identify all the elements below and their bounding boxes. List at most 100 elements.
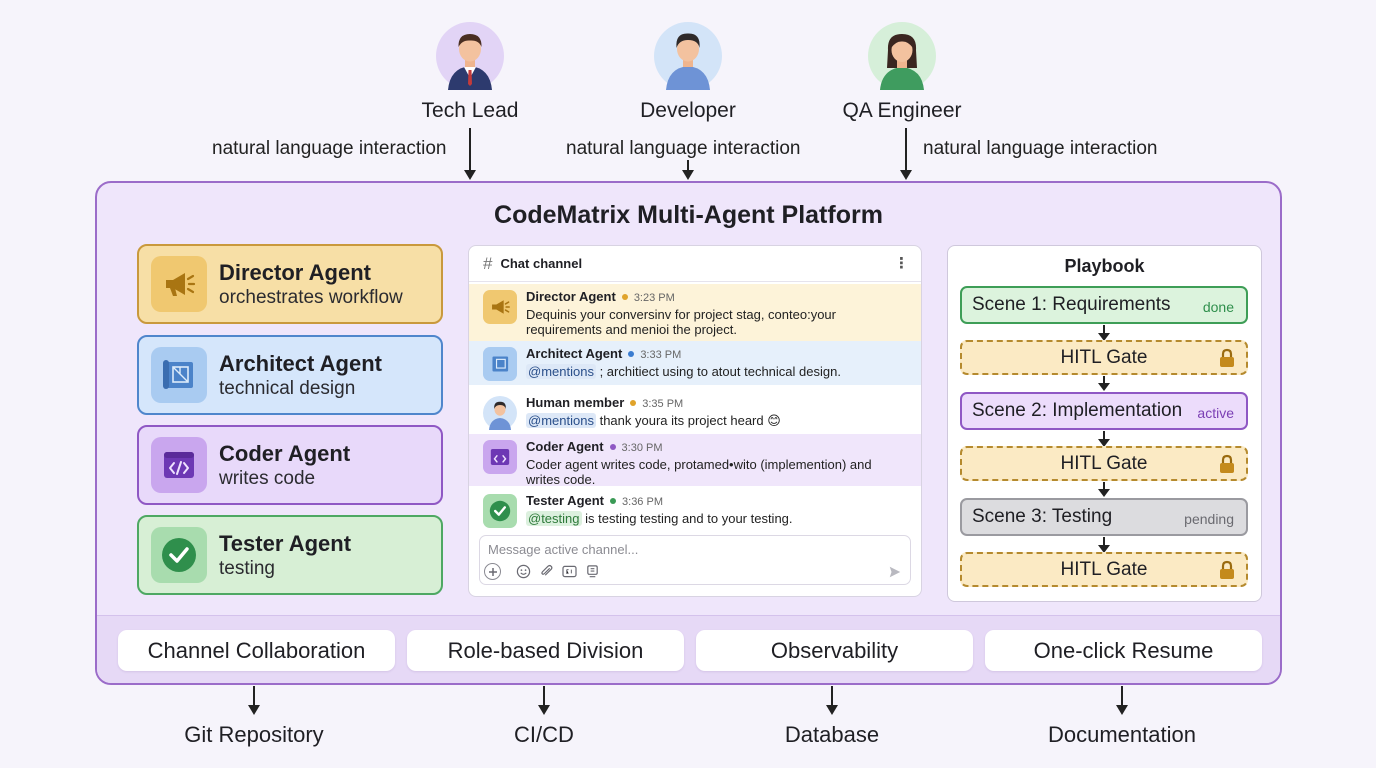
- chat-title: Chat channel: [500, 256, 583, 271]
- output-git-repository: Git Repository: [184, 722, 324, 747]
- feature-observability: Observability: [696, 630, 973, 671]
- message-author: Architect Agent: [526, 346, 623, 361]
- down-arrow: [826, 686, 838, 716]
- code-icon: [483, 440, 517, 474]
- interaction-label: natural language interaction: [212, 138, 447, 159]
- message-author: Human member: [526, 395, 625, 410]
- persona-tech-lead: Tech Lead: [370, 22, 570, 126]
- hitl-gate[interactable]: HITL Gate: [960, 446, 1248, 481]
- message-time: 3:23 PM: [633, 292, 675, 304]
- output-ci-cd: CI/CD: [514, 722, 574, 747]
- agent-desc: testing: [219, 557, 275, 579]
- hitl-gate[interactable]: HITL Gate: [960, 552, 1248, 587]
- flow-arrow: [1098, 537, 1110, 553]
- gate-label: HITL Gate: [1060, 346, 1148, 368]
- agent-card-director[interactable]: Director Agent orchestrates workflow: [137, 244, 443, 324]
- message-text: Dequinis your conversinv for project sta…: [526, 307, 836, 337]
- persona-developer: Developer: [588, 22, 788, 126]
- message-composer: [479, 535, 911, 585]
- mention-tag[interactable]: @mentions: [526, 364, 596, 379]
- chat-panel: # Chat channel ⋮ Director Agent 3:23 PM D…: [468, 245, 922, 597]
- feature-channel-collaboration: Channel Collaboration: [118, 630, 395, 671]
- agent-desc: writes code: [219, 467, 316, 489]
- agent-name: Coder Agent: [219, 440, 351, 466]
- attach-icon[interactable]: [538, 563, 555, 580]
- down-arrow: [464, 128, 476, 180]
- qa-engineer-avatar: [868, 22, 936, 90]
- hitl-gate[interactable]: HITL Gate: [960, 340, 1248, 375]
- scene-requirements[interactable]: Scene 1: Requirements done: [960, 286, 1248, 324]
- status-dot: [621, 294, 628, 301]
- agent-name: Director Agent: [219, 259, 371, 285]
- message-text: is testing testing and to your testing.: [585, 511, 793, 526]
- channel-hash-icon: #: [483, 253, 493, 273]
- scene-implementation[interactable]: Scene 2: Implementation active: [960, 392, 1248, 430]
- message-author: Director Agent: [526, 289, 616, 304]
- message-author: Coder Agent: [526, 439, 604, 454]
- scene-label: Scene 3: Testing: [972, 506, 1113, 527]
- message-author: Tester Agent: [526, 493, 605, 508]
- developer-avatar: [654, 22, 722, 90]
- status-badge: done: [1202, 299, 1234, 315]
- output-documentation: Documentation: [1048, 722, 1196, 747]
- tech-lead-avatar: [436, 22, 504, 90]
- platform-container: CodeMatrix Multi-Agent Platform Director…: [95, 181, 1282, 685]
- message-input[interactable]: [488, 540, 788, 558]
- platform-title: CodeMatrix Multi-Agent Platform: [494, 201, 883, 229]
- send-icon[interactable]: [886, 563, 903, 580]
- lock-icon: [1220, 348, 1234, 367]
- down-arrow: [248, 686, 260, 716]
- scene-label: Scene 2: Implementation: [972, 400, 1183, 421]
- code-icon: [151, 437, 207, 493]
- agent-desc: technical design: [219, 377, 356, 399]
- flow-arrow: [1098, 482, 1110, 497]
- down-arrow: [1116, 686, 1128, 716]
- flow-arrow: [1098, 376, 1110, 391]
- chat-message: Director Agent 3:23 PM Dequinis your conv…: [469, 284, 921, 341]
- playbook-panel: Playbook Scene 1: Requirements done HITL…: [947, 245, 1262, 602]
- add-icon[interactable]: [484, 563, 501, 580]
- message-time: 3:30 PM: [621, 442, 663, 454]
- down-arrow: [538, 686, 550, 716]
- message-time: 3:35 PM: [642, 398, 684, 410]
- interaction-label: natural language interaction: [923, 138, 1158, 159]
- agent-card-tester[interactable]: Tester Agent testing: [137, 515, 443, 595]
- agent-name: Architect Agent: [219, 350, 382, 376]
- message-text: thank youra its project heard 😊: [599, 413, 781, 428]
- chat-message: Coder Agent 3:30 PM Coder agent writes co…: [469, 434, 921, 487]
- gif-icon[interactable]: [561, 563, 578, 580]
- persona-qa-engineer: QA Engineer: [802, 22, 1002, 126]
- mention-tag[interactable]: @testing: [526, 511, 582, 526]
- message-text: Coder agent writes code, protamed•wito (…: [526, 457, 872, 487]
- blueprint-icon: [483, 347, 517, 381]
- down-arrow: [900, 128, 912, 180]
- persona-name: Developer: [640, 99, 736, 122]
- agent-desc: orchestrates workflow: [219, 286, 403, 308]
- gate-label: HITL Gate: [1060, 558, 1148, 580]
- interaction-label: natural language interaction: [566, 138, 801, 159]
- status-badge: pending: [1184, 511, 1234, 527]
- status-dot: [630, 400, 637, 407]
- scene-testing[interactable]: Scene 3: Testing pending: [960, 498, 1248, 536]
- persona-name: Tech Lead: [421, 99, 519, 122]
- check-icon: [151, 527, 207, 583]
- lock-icon: [1220, 560, 1234, 579]
- emoji-icon[interactable]: [515, 563, 532, 580]
- agent-card-architect[interactable]: Architect Agent technical design: [137, 335, 443, 415]
- down-arrow: [682, 160, 694, 180]
- feature-role-based-division: Role-based Division: [407, 630, 684, 671]
- feature-one-click-resume: One-click Resume: [985, 630, 1262, 671]
- status-badge: active: [1197, 405, 1234, 421]
- megaphone-icon: [151, 256, 207, 312]
- agent-card-coder[interactable]: Coder Agent writes code: [137, 425, 443, 505]
- status-dot: [628, 351, 635, 358]
- format-icon[interactable]: [584, 563, 601, 580]
- output-database: Database: [784, 722, 880, 747]
- status-dot: [609, 444, 616, 451]
- more-options-icon[interactable]: ⋮: [894, 255, 909, 272]
- mention-tag[interactable]: @mentions: [526, 413, 596, 428]
- flow-arrow: [1098, 325, 1110, 341]
- persona-name: QA Engineer: [842, 99, 962, 122]
